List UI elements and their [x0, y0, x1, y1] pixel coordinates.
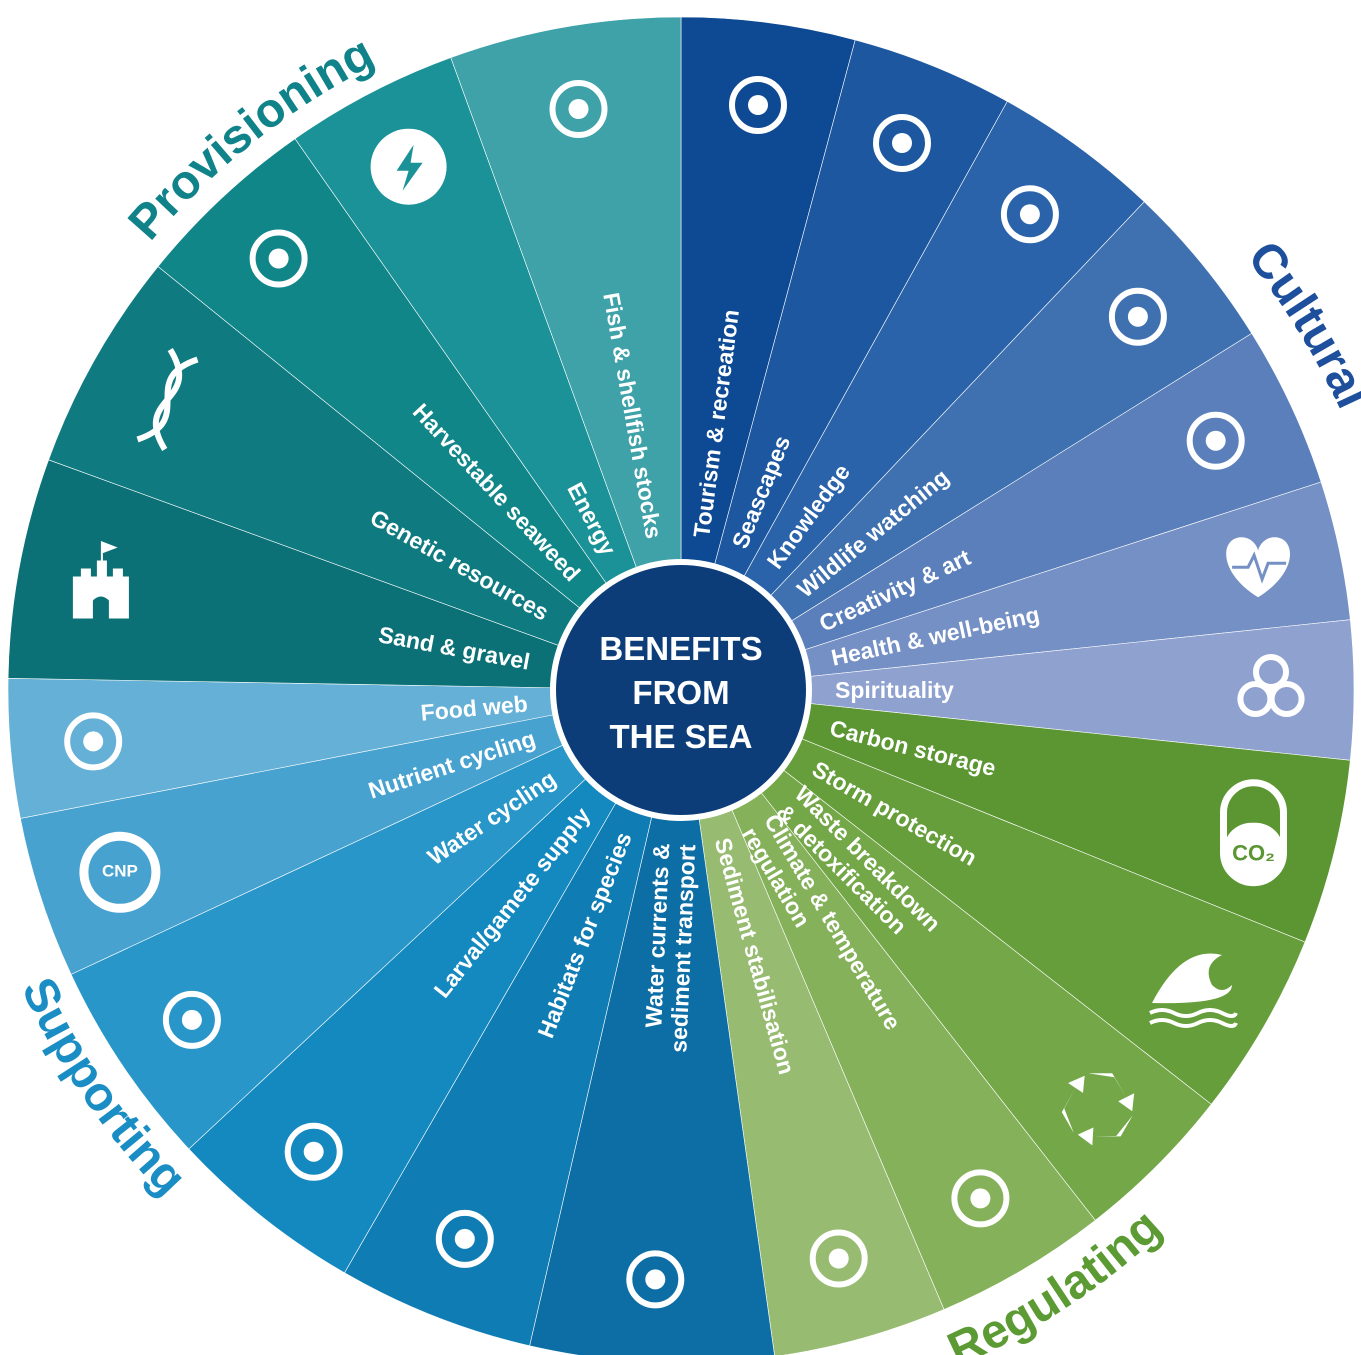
cruise-ship-icon: [729, 76, 787, 134]
segment-tourism-recreation: [680, 16, 856, 691]
triskele-icon: [1237, 654, 1305, 717]
segment-climate-regulation: [680, 689, 1096, 1310]
roots-icon: [809, 1229, 868, 1288]
co2-icon: CO₂: [1220, 779, 1287, 887]
segment-sand-gravel: [7, 459, 682, 691]
center-title-line-3: THE SEA: [609, 718, 752, 755]
segment-storm-protection: [680, 689, 1306, 1105]
segment-label-line: Spirituality: [835, 677, 954, 703]
dna-icon: [136, 348, 199, 451]
books-icon: [1000, 185, 1059, 244]
segment-label-spirituality: Spirituality: [835, 677, 954, 703]
svg-text:CO₂: CO₂: [1232, 841, 1275, 866]
currents-map-icon: [626, 1250, 685, 1309]
segment-carbon-storage: [680, 689, 1351, 943]
segment-water-cycling: [70, 689, 682, 1150]
seaweed-icon: [249, 229, 308, 288]
segments-layer: [7, 16, 1355, 1355]
lightning-icon: [370, 128, 447, 205]
dolphin-icon: [1108, 287, 1167, 346]
center-hub: BENEFITS FROM THE SEA: [550, 559, 812, 821]
segment-fish-shellfish: [450, 16, 682, 691]
wave-icon: [1149, 953, 1238, 1028]
segment-genetic-resources: [48, 266, 682, 691]
palette-icon: [1186, 411, 1245, 470]
sandcastle-icon: [72, 541, 129, 619]
iceberg-icon: [873, 114, 931, 172]
tap-icon: [162, 990, 221, 1049]
fish-chain-icon: [64, 712, 123, 771]
seagrass-icon: [435, 1209, 494, 1268]
heart-icon: [1226, 537, 1291, 598]
globe-thermometer-icon: [951, 1169, 1010, 1228]
icons-layer: CO₂ CNP: [64, 76, 1305, 1309]
fish-shell-icon: [549, 80, 608, 138]
segment-habitats: [344, 689, 682, 1347]
cnp-cycle-icon: CNP: [79, 831, 161, 913]
segment-energy: [294, 57, 682, 691]
center-title-line-1: BENEFITS: [599, 630, 762, 667]
recycle-icon: [1061, 1073, 1135, 1146]
svg-text:CNP: CNP: [102, 861, 138, 880]
eggs-icon: [284, 1122, 343, 1181]
segment-harvestable-seaweed: [157, 138, 682, 691]
segment-label-water-currents: Water currents &sediment transport: [639, 842, 700, 1053]
center-circle: [550, 559, 812, 821]
segment-water-currents: [529, 689, 775, 1355]
center-title-line-2: FROM: [632, 674, 729, 711]
segment-sediment-stabilisation: [680, 689, 945, 1355]
